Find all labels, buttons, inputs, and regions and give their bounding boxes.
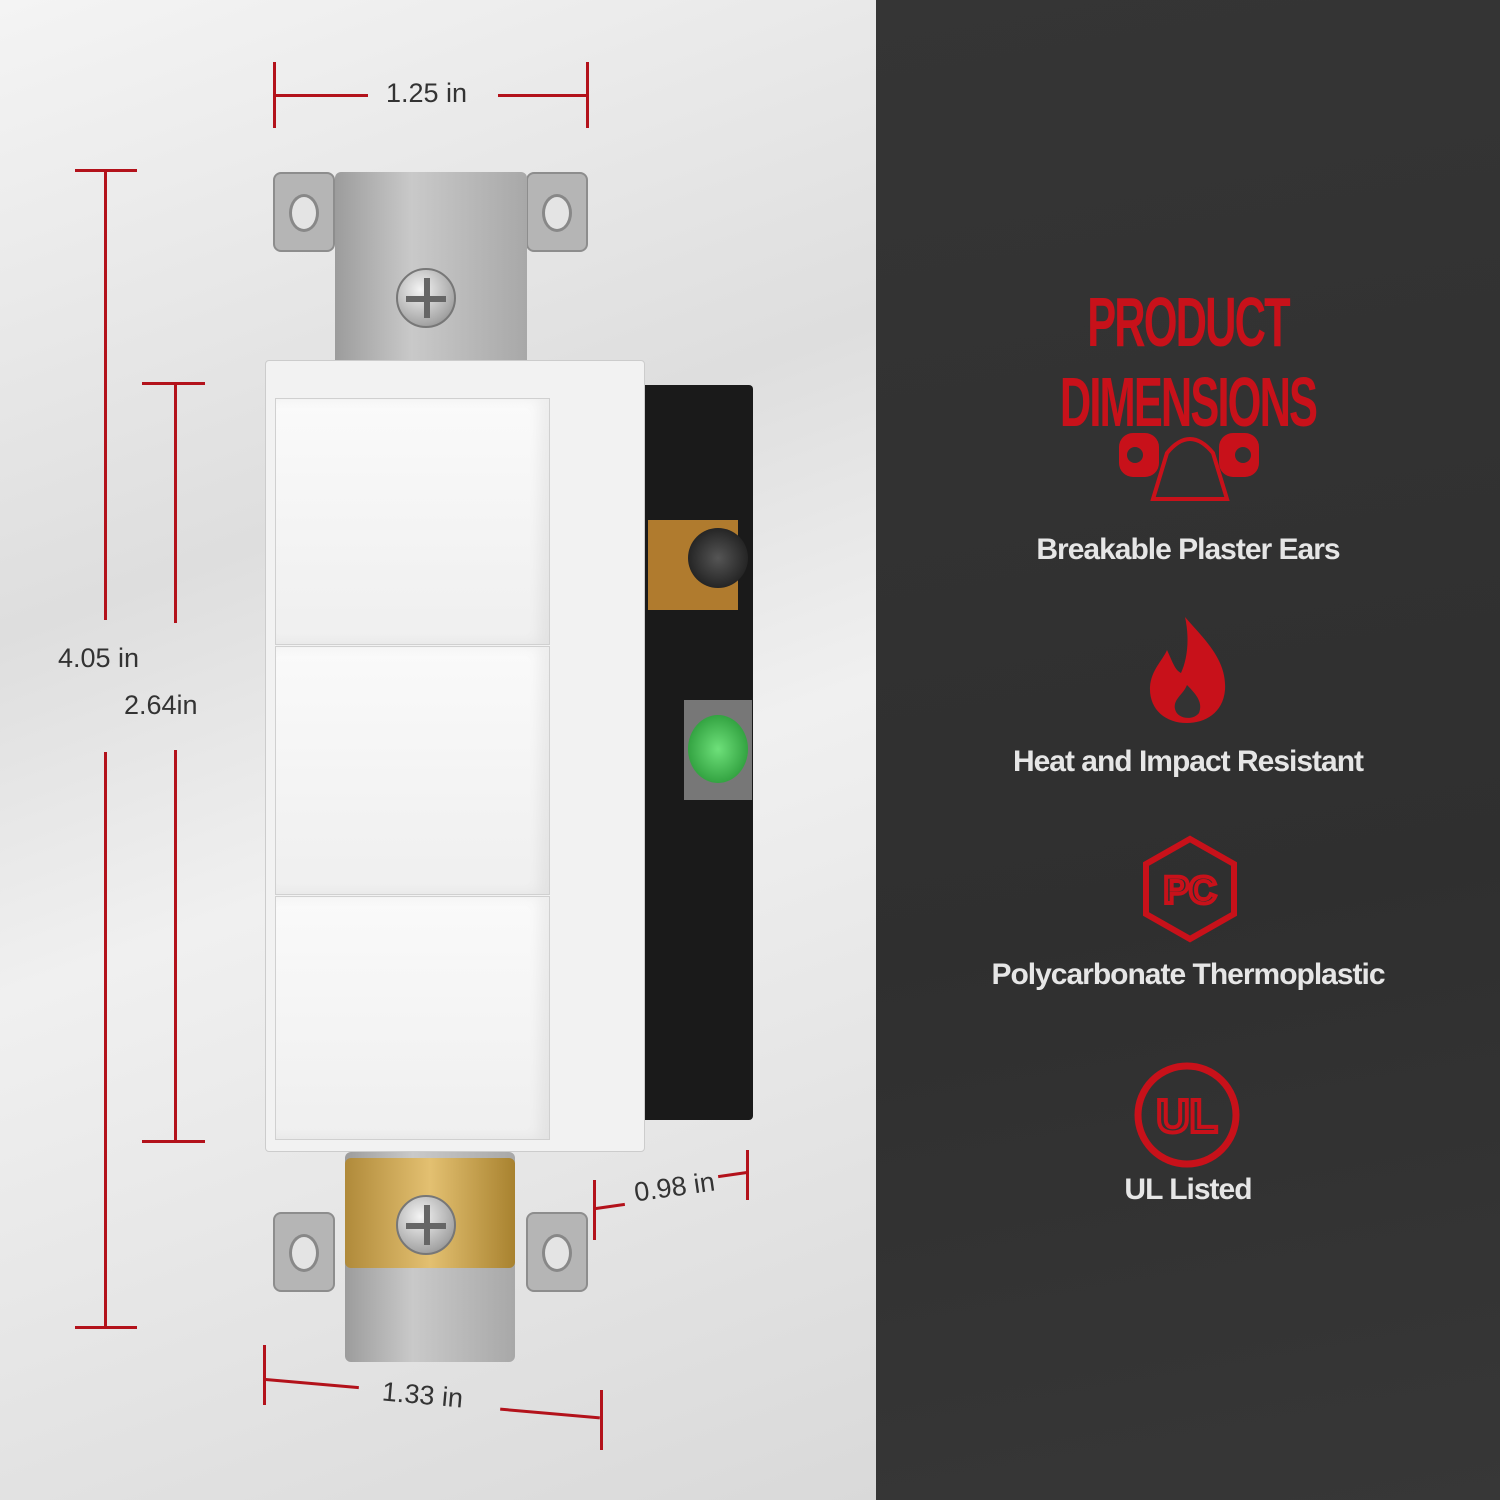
ul-logo-icon: UL	[1134, 1062, 1240, 1168]
dim-line	[498, 94, 588, 97]
feature-label: Polycarbonate Thermoplastic	[991, 958, 1385, 991]
flame-icon	[1149, 617, 1226, 723]
dim-tick	[593, 1180, 596, 1240]
feature-label: UL Listed	[1124, 1173, 1252, 1206]
feature-label: Heat and Impact Resistant	[1012, 745, 1364, 778]
dim-line	[104, 752, 107, 1328]
mounting-screw	[396, 268, 456, 328]
width-top-label: 1.25 in	[386, 78, 468, 108]
dim-tick	[142, 1140, 205, 1143]
plaster-ear	[273, 1212, 335, 1292]
pc-logo-text: PC	[1164, 870, 1217, 912]
mounting-screw	[396, 1195, 456, 1255]
panel-title: PRODUCT DIMENSIONS	[1059, 283, 1318, 441]
dim-line	[104, 170, 107, 620]
dim-tick	[746, 1150, 749, 1200]
width-bottom-label: 1.33 in	[380, 1376, 465, 1414]
features-panel	[876, 0, 1500, 1500]
height-total-label: 4.05 in	[58, 643, 140, 673]
dim-line	[264, 1377, 359, 1390]
product-photo-panel: 1.25 in 4.05 in 2.64in 0.98 in 1.33 in	[0, 0, 876, 1500]
ul-logo-text: UL	[1156, 1090, 1217, 1142]
plaster-ears-icon	[1119, 433, 1259, 501]
dim-tick	[263, 1345, 266, 1405]
plaster-ear	[526, 1212, 588, 1292]
pc-hexagon-icon: PC	[1143, 835, 1237, 943]
rocker-switch-3	[275, 896, 550, 1140]
feature-label: Breakable Plaster Ears	[1036, 533, 1340, 566]
terminal-screw	[688, 528, 748, 588]
rocker-switch-2	[275, 646, 550, 895]
dim-tick	[600, 1390, 603, 1450]
dim-line	[717, 1170, 749, 1179]
plaster-ear	[526, 172, 588, 252]
dim-line	[273, 94, 368, 97]
height-body-label: 2.64in	[124, 690, 198, 720]
dim-line	[594, 1202, 626, 1211]
dim-tick	[142, 382, 205, 385]
dim-line	[500, 1407, 600, 1420]
green-ground-screw	[688, 715, 748, 783]
rocker-switch-1	[275, 398, 550, 645]
dim-line	[174, 383, 177, 623]
plaster-ear	[273, 172, 335, 252]
depth-label: 0.98 in	[632, 1166, 717, 1208]
dim-line	[174, 750, 177, 1142]
